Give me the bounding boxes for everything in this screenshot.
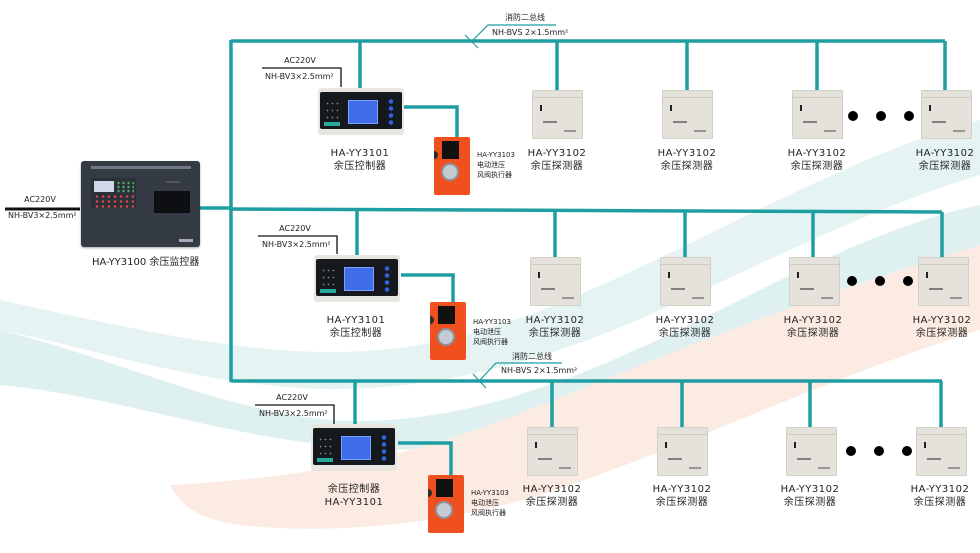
bus-1-cable: NH-BVS 2×1.5mm² — [492, 28, 569, 37]
pressure-detector-icon[interactable] — [657, 427, 708, 476]
pressure-detector-icon[interactable] — [662, 90, 713, 139]
pressure-detector-icon[interactable] — [789, 257, 840, 306]
branch-1-detector-1-model: HA-YY3102 — [527, 148, 587, 159]
pressure-controller-icon[interactable] — [314, 255, 400, 302]
bus-2-title: 消防二总线 — [512, 352, 552, 361]
branch-1-actuator-model: HA-YY3103 — [477, 151, 515, 159]
branch-2-detector-1-model: HA-YY3102 — [525, 315, 585, 326]
branch-2-detector-2-model: HA-YY3102 — [655, 315, 715, 326]
branch-1-detector-3-model: HA-YY3102 — [787, 148, 847, 159]
more-devices-icon — [848, 111, 914, 121]
more-devices-icon — [846, 446, 912, 456]
branch-1-controller-name: 余压控制器 — [333, 161, 387, 172]
branch-3-detector-3-model: HA-YY3102 — [780, 484, 840, 495]
branch-3-power-voltage: AC220V — [276, 393, 308, 402]
bus-2 — [230, 207, 943, 214]
branch-3-actuator-model: HA-YY3103 — [471, 489, 509, 497]
branch-2-actuator-model: HA-YY3103 — [473, 318, 511, 326]
branch-1-actuator-line3: 风阀执行器 — [477, 171, 512, 179]
ctrl-to-actuator-2 — [401, 273, 455, 302]
bus-annotation-leader-2 — [472, 362, 562, 389]
monitor-label: HA-YY3100 余压监控器 — [92, 257, 200, 268]
pressure-detector-icon[interactable] — [921, 90, 972, 139]
branch-1-detector-4-name: 余压探测器 — [918, 161, 972, 172]
branch-3-controller-model: HA-YY3101 — [324, 497, 384, 508]
branch-2-detector-4-model: HA-YY3102 — [912, 315, 972, 326]
damper-actuator-icon[interactable] — [428, 475, 464, 533]
bus-annotation-leader-1 — [464, 24, 556, 49]
branch-2-power-cable: NH-BV3×2.5mm² — [262, 240, 331, 249]
bus-lines — [200, 39, 947, 475]
branch-2-detector-3-model: HA-YY3102 — [783, 315, 843, 326]
branch-1-power-voltage: AC220V — [284, 56, 316, 65]
branch-3-actuator-line3: 风阀执行器 — [471, 509, 506, 517]
pressure-detector-icon[interactable] — [530, 257, 581, 306]
damper-actuator-icon[interactable] — [430, 302, 466, 360]
main-power-voltage: AC220V — [24, 195, 56, 204]
branch-3-power-cable: NH-BV3×2.5mm² — [259, 409, 328, 418]
pressure-detector-icon[interactable] — [916, 427, 967, 476]
branch-3-controller-name: 余压控制器 — [327, 484, 381, 495]
branch-3-detector-4-model: HA-YY3102 — [910, 484, 970, 495]
branch-3-detector-4-name: 余压探测器 — [913, 497, 967, 508]
branch-3-detector-2-name: 余压探测器 — [655, 497, 709, 508]
pressure-detector-icon[interactable] — [792, 90, 843, 139]
pressure-controller-icon[interactable] — [318, 88, 404, 135]
branch-1-detector-3-name: 余压探测器 — [790, 161, 844, 172]
branch-2-detector-4-name: 余压探测器 — [915, 328, 969, 339]
pressure-controller-icon[interactable] — [311, 424, 397, 471]
branch-2-controller-model: HA-YY3101 — [326, 315, 386, 326]
branch-3-detector-1-model: HA-YY3102 — [522, 484, 582, 495]
branch-3-actuator-line2: 电动泄压 — [471, 499, 499, 507]
damper-actuator-icon[interactable] — [434, 137, 470, 195]
bus-2-cable: NH-BVS 2×1.5mm² — [501, 366, 578, 375]
ctrl-to-actuator-3 — [398, 441, 453, 475]
branch-2-power-voltage: AC220V — [279, 224, 311, 233]
main-power-cable: NH-BV3×2.5mm² — [8, 211, 77, 220]
pressure-detector-icon[interactable] — [527, 427, 578, 476]
branch-2-detector-3-name: 余压探测器 — [786, 328, 840, 339]
branch-1-detector-2-name: 余压探测器 — [660, 161, 714, 172]
branch-2-actuator-line3: 风阀执行器 — [473, 338, 508, 346]
background-wave-peach — [170, 245, 980, 529]
branch-3-detector-3-name: 余压探测器 — [783, 497, 837, 508]
pressure-detector-icon[interactable] — [532, 90, 583, 139]
branch-3-detector-2-model: HA-YY3102 — [652, 484, 712, 495]
pressure-detector-icon[interactable] — [786, 427, 837, 476]
branch-2-controller-name: 余压控制器 — [329, 328, 383, 339]
more-devices-icon — [847, 276, 913, 286]
branch-1-controller-model: HA-YY3101 — [330, 148, 390, 159]
pressure-monitor-panel-icon[interactable] — [81, 161, 200, 247]
branch-1-detector-2-model: HA-YY3102 — [657, 148, 717, 159]
branch-1-detector-4-model: HA-YY3102 — [915, 148, 975, 159]
pressure-detector-icon[interactable] — [660, 257, 711, 306]
bus-1-title: 消防二总线 — [505, 13, 545, 22]
branch-2-actuator-line2: 电动泄压 — [473, 328, 501, 336]
branch-1-power-cable: NH-BV3×2.5mm² — [265, 72, 334, 81]
ctrl-to-actuator-1 — [404, 105, 459, 138]
pressure-detector-icon[interactable] — [918, 257, 969, 306]
controller-power-leaders — [255, 67, 342, 425]
branch-1-detector-1-name: 余压探测器 — [530, 161, 584, 172]
background-wave-blue-2 — [0, 120, 980, 390]
branch-1-actuator-line2: 电动泄压 — [477, 161, 505, 169]
branch-2-detector-1-name: 余压探测器 — [528, 328, 582, 339]
branch-2-detector-2-name: 余压探测器 — [658, 328, 712, 339]
branch-3-detector-1-name: 余压探测器 — [525, 497, 579, 508]
